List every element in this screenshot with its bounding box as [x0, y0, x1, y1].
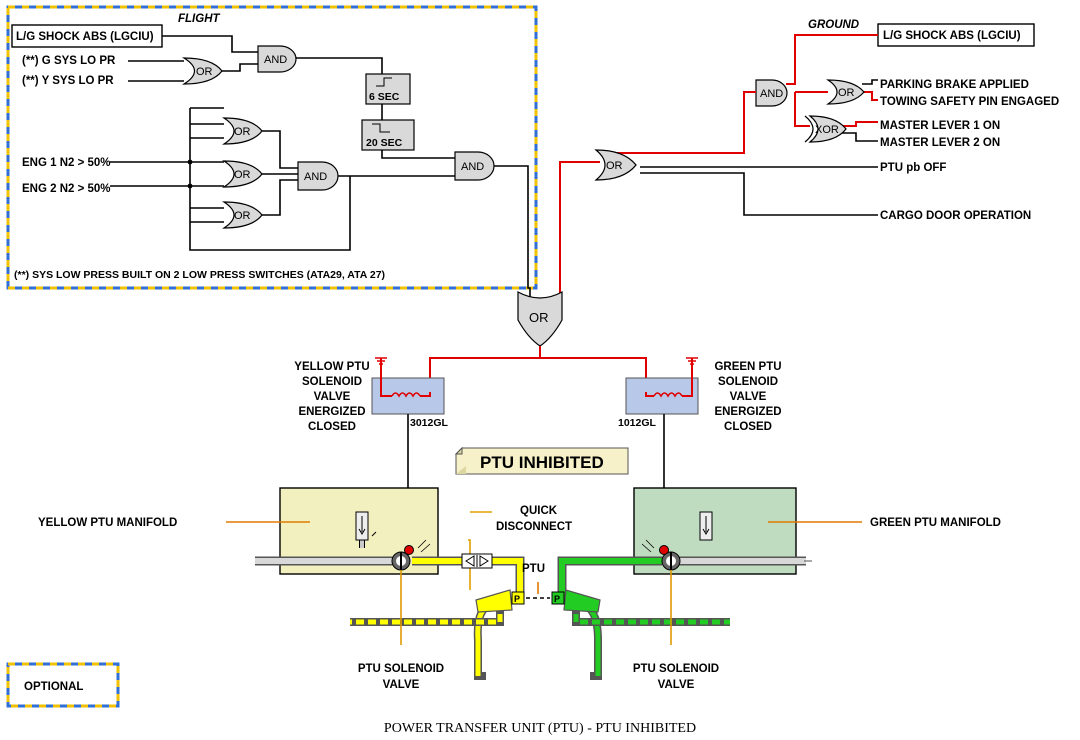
yellow-ptu-solenoid-valve-body: [391, 539, 431, 645]
and-gate-ground: [755, 79, 788, 107]
timer-20-sec-label: 20 SEC: [366, 137, 403, 149]
master-lever-1-label: MASTER LEVER 1 ON: [880, 120, 1000, 132]
or-gate-ground-combine-label: OR: [606, 160, 623, 172]
ptu-inhibited-note: PTU INHIBITED: [454, 446, 629, 475]
yellow-port-label: P: [514, 594, 520, 604]
right-solenoid-label-1: PTU SOLENOID: [633, 663, 719, 675]
footnote-sys-low-press: (**) SYS LOW PRESS BUILT ON 2 LOW PRESS …: [14, 269, 385, 281]
or-gate-sys-lo-pr: [181, 57, 223, 85]
towing-pin-label: TOWING SAFETY PIN ENGAGED: [880, 96, 1059, 108]
xor-gate-master-levers-label: XOR: [815, 124, 839, 136]
ground-logic: L/G SHOCK ABS (LGCIU) GROUND AND OR XOR …: [539, 19, 1059, 340]
or-gate-eng-3: [221, 201, 263, 229]
or-gate-eng-2-label: OR: [234, 169, 251, 181]
green-valve-id: 1012GL: [618, 417, 657, 429]
yellow-valve-label-5: CLOSED: [308, 421, 356, 433]
and-gate-engines: [297, 161, 339, 191]
left-solenoid-label-1: PTU SOLENOID: [358, 663, 444, 675]
green-valve-label-2: SOLENOID: [718, 376, 778, 388]
flight-title: FLIGHT: [178, 13, 220, 25]
green-ptu-solenoid-valve-body: [641, 539, 681, 645]
quick-disconnect: QUICK DISCONNECT: [461, 505, 572, 569]
quick-disconnect-label-2: DISCONNECT: [496, 521, 572, 533]
ground-title: GROUND: [808, 19, 859, 31]
or-gate-ground-brake-label: OR: [838, 87, 855, 99]
green-valve-label-3: VALVE: [730, 391, 767, 403]
or-gate-ground-brake: [826, 79, 865, 105]
green-solenoid-valve: GREEN PTU SOLENOID VALVE ENERGIZED CLOSE…: [618, 357, 782, 550]
cargo-door-label: CARGO DOOR OPERATION: [880, 210, 1031, 222]
flight-logic: L/G SHOCK ABS (LGCIU) FLIGHT (**) G SYS …: [11, 13, 531, 298]
main-or-gate-label: OR: [529, 310, 549, 325]
and-gate-engines-label: AND: [304, 171, 327, 183]
master-lever-2-label: MASTER LEVER 2 ON: [880, 137, 1000, 149]
hydraulic-lines: P P: [255, 511, 812, 680]
parking-brake-label: PARKING BRAKE APPLIED: [880, 79, 1029, 91]
or-gate-eng-1-label: OR: [234, 126, 251, 138]
flight-lgciu-label: L/G SHOCK ABS (LGCIU): [16, 31, 154, 43]
eng2-n2-label: ENG 2 N2 > 50%: [22, 183, 111, 195]
timer-20-sec: [361, 119, 415, 151]
green-manifold-label: GREEN PTU MANIFOLD: [870, 517, 1001, 529]
and-gate-ground-label: AND: [760, 88, 783, 100]
or-gate-sys-lo-pr-label: OR: [196, 66, 213, 78]
yellow-valve-label-3: VALVE: [314, 391, 351, 403]
ptu-label: PTU: [522, 563, 545, 575]
or-gate-eng-2: [221, 160, 263, 188]
g-sys-lo-pr-label: (**) G SYS LO PR: [22, 55, 116, 67]
left-solenoid-label-2: VALVE: [383, 679, 420, 691]
yellow-valve-id: 3012GL: [410, 417, 449, 429]
yellow-manifold-label: YELLOW PTU MANIFOLD: [38, 517, 177, 529]
optional-legend: OPTIONAL: [6, 662, 120, 708]
xor-gate-master-levers: [808, 115, 847, 143]
ptu-pb-off-label: PTU pb OFF: [880, 162, 946, 174]
timer-6-sec-label: 6 SEC: [369, 91, 400, 103]
green-valve-label-4: ENERGIZED: [714, 406, 781, 418]
and-gate-flight-top-label: AND: [264, 54, 287, 66]
or-gate-ground-combine: [594, 149, 637, 181]
quick-disconnect-label-1: QUICK: [520, 505, 558, 517]
right-solenoid-label-2: VALVE: [658, 679, 695, 691]
yellow-valve-label-1: YELLOW PTU: [294, 361, 369, 373]
yellow-valve-label-2: SOLENOID: [302, 376, 362, 388]
optional-flight-enclosure: [6, 5, 538, 290]
eng1-n2-label: ENG 1 N2 > 50%: [22, 157, 111, 169]
or-gate-eng-1: [221, 117, 263, 145]
green-valve-label-1: GREEN PTU: [714, 361, 781, 373]
and-gate-flight-final-label: AND: [461, 161, 484, 173]
green-port-label: P: [554, 594, 560, 604]
yellow-solenoid-valve: YELLOW PTU SOLENOID VALVE ENERGIZED CLOS…: [294, 357, 449, 550]
timer-6-sec: [365, 73, 411, 105]
optional-legend-label: OPTIONAL: [24, 681, 83, 693]
yellow-valve-label-4: ENERGIZED: [298, 406, 365, 418]
diagram-caption: POWER TRANSFER UNIT (PTU) - PTU INHIBITE…: [384, 721, 696, 736]
and-gate-flight-top: [257, 45, 297, 73]
and-gate-flight-final: [454, 151, 495, 181]
y-sys-lo-pr-label: (**) Y SYS LO PR: [22, 75, 114, 87]
ground-lgciu-label: L/G SHOCK ABS (LGCIU): [883, 30, 1021, 42]
green-valve-label-5: CLOSED: [724, 421, 772, 433]
ptu-inhibited-text: PTU INHIBITED: [480, 453, 604, 472]
or-gate-eng-3-label: OR: [234, 210, 251, 222]
main-or-gate: OR: [429, 290, 647, 390]
